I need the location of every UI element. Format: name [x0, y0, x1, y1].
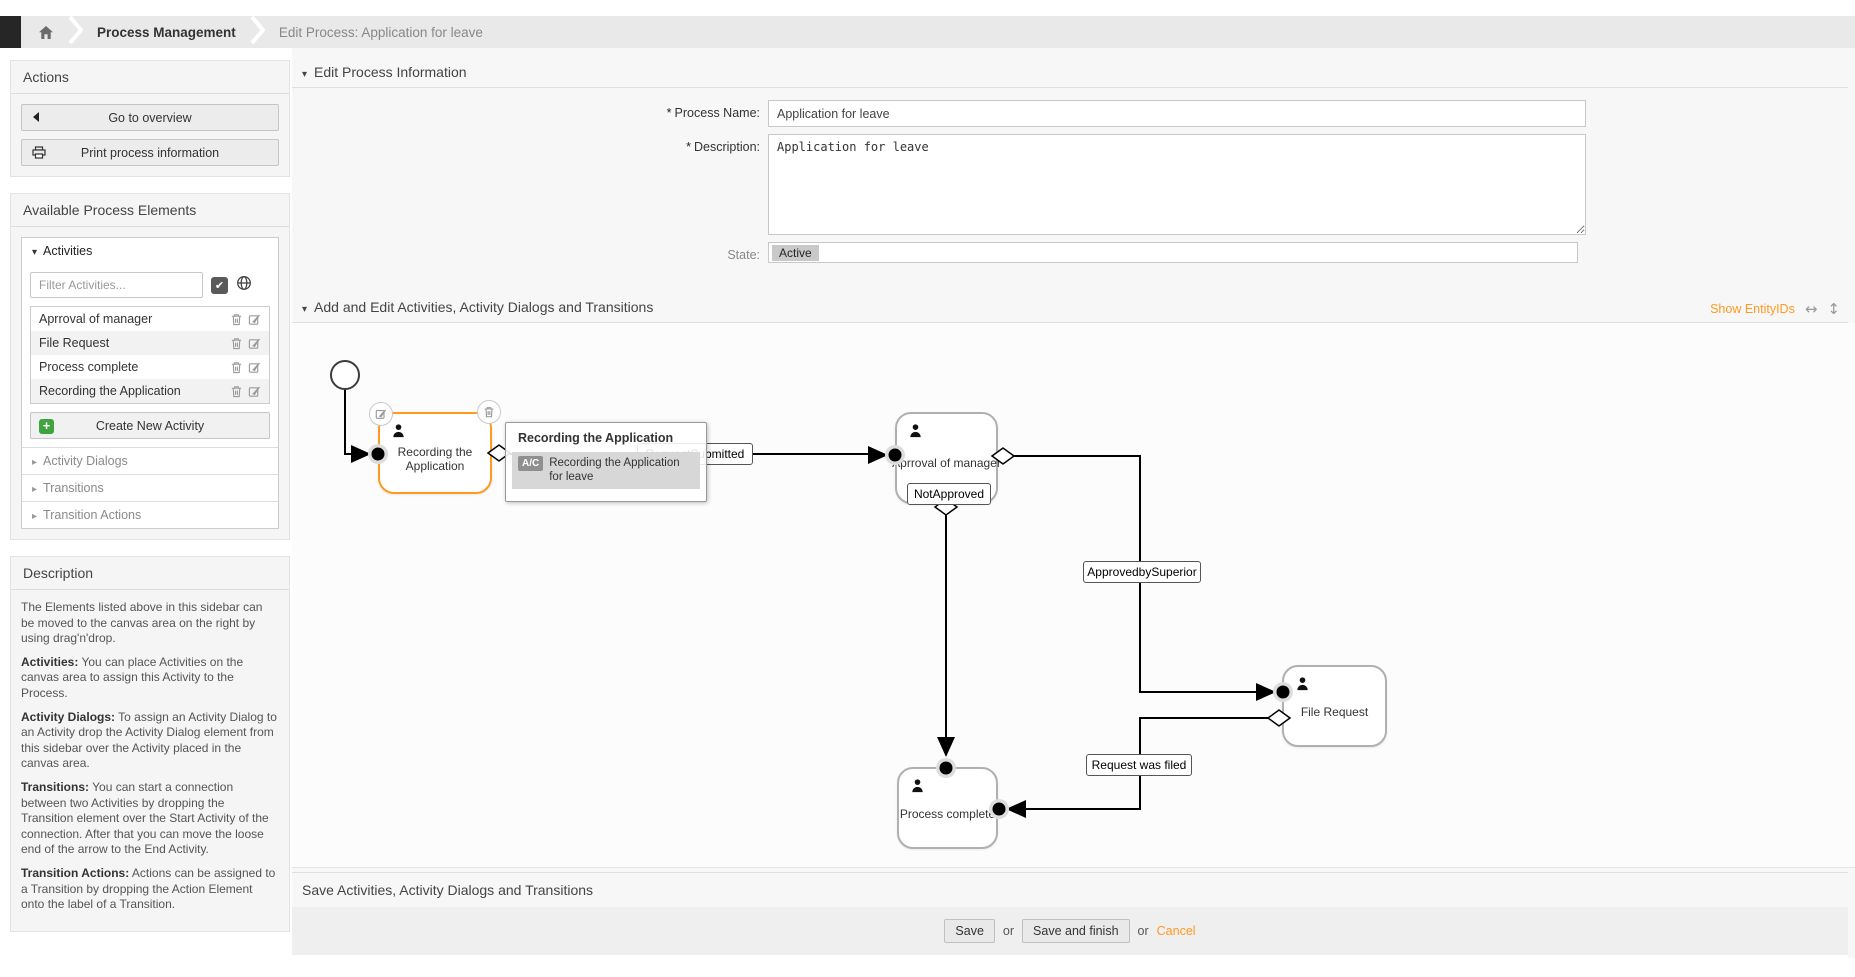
- canvas-widget: ▾Add and Edit Activities, Activity Dialo…: [292, 293, 1855, 868]
- print-process-button[interactable]: Print process information: [21, 139, 279, 166]
- filter-activities-input[interactable]: [30, 272, 203, 298]
- person-icon: [391, 423, 406, 442]
- chevron-separator-icon: [250, 15, 266, 50]
- filter-checkbox[interactable]: ✔: [211, 276, 228, 294]
- popup-title: Recording the Application: [518, 431, 674, 445]
- transition-label-approved-by-superior[interactable]: ApprovedbySuperior: [1083, 561, 1201, 583]
- state-selected-value: Active: [772, 244, 819, 261]
- person-icon: [908, 423, 923, 442]
- triangle-right-icon: ▸: [32, 457, 38, 468]
- elements-accordion: ▾Activities ✔ Aprroval o: [21, 237, 279, 529]
- list-item[interactable]: File Request: [31, 331, 269, 355]
- create-new-activity-button[interactable]: + Create New Activity: [30, 412, 270, 439]
- accordion-transition-actions-header[interactable]: ▸Transition Actions: [22, 501, 278, 528]
- process-name-label: *Process Name:: [666, 106, 760, 120]
- list-item[interactable]: Process complete: [31, 355, 269, 379]
- back-triangle-icon: [32, 111, 40, 126]
- accordion-transitions-header[interactable]: ▸Transitions: [22, 474, 278, 501]
- description-widget: Description The Elements listed above in…: [10, 556, 290, 932]
- triangle-right-icon: ▸: [32, 511, 38, 522]
- edit-icon[interactable]: [248, 313, 261, 326]
- transition-label-not-approved[interactable]: NotApproved: [907, 483, 991, 505]
- accordion-activity-dialogs-header[interactable]: ▸Activity Dialogs: [22, 447, 278, 474]
- edit-icon[interactable]: [248, 337, 261, 350]
- chevron-separator-icon: [68, 15, 84, 50]
- footer-bar: Save or Save and finish or Cancel: [292, 907, 1848, 955]
- breadcrumb-process-management[interactable]: Process Management: [97, 24, 236, 40]
- save-button[interactable]: Save: [944, 919, 995, 943]
- popup-dialog-item: A/C Recording the Application for leave: [512, 452, 700, 489]
- activity-recording-the-application[interactable]: Recording the Application: [378, 412, 492, 494]
- edit-icon[interactable]: [248, 385, 261, 398]
- process-info-widget: ▾Edit Process Information *Process Name:…: [292, 58, 1848, 286]
- save-and-finish-button[interactable]: Save and finish: [1022, 919, 1130, 943]
- activity-dialogs-popup: Recording the Application A/C Recording …: [505, 422, 707, 502]
- elements-title: Available Process Elements: [11, 194, 289, 227]
- printer-icon: [32, 146, 46, 162]
- process-canvas[interactable]: Recording the Application Aprroval of ma…: [292, 323, 1855, 868]
- globe-icon[interactable]: [236, 275, 252, 296]
- trash-icon[interactable]: [230, 361, 243, 374]
- home-icon[interactable]: [38, 25, 54, 40]
- trash-icon[interactable]: [230, 337, 243, 350]
- go-to-overview-button[interactable]: Go to overview: [21, 104, 279, 131]
- save-widget: Save Activities, Activity Dialogs and Tr…: [292, 872, 1848, 977]
- accordion-activities-header[interactable]: ▾Activities: [32, 244, 93, 258]
- cancel-link[interactable]: Cancel: [1156, 924, 1196, 938]
- triangle-down-icon: ▾: [302, 69, 308, 80]
- breadcrumb-current-page: Edit Process: Application for leave: [278, 24, 483, 40]
- activities-list: Aprroval of manager File Request Process…: [30, 306, 270, 404]
- activity-delete-bubble[interactable]: [477, 400, 501, 424]
- person-icon: [1295, 676, 1310, 695]
- breadcrumb: Process Management Edit Process: Applica…: [0, 15, 1855, 50]
- process-info-header[interactable]: ▾Edit Process Information: [292, 58, 1848, 88]
- save-section-header: Save Activities, Activity Dialogs and Tr…: [302, 882, 594, 898]
- description-textarea[interactable]: Application for leave: [768, 134, 1586, 235]
- triangle-right-icon: ▸: [32, 484, 38, 495]
- activity-edit-bubble[interactable]: [369, 402, 393, 426]
- trash-icon[interactable]: [230, 385, 243, 398]
- triangle-down-icon: ▾: [32, 247, 38, 258]
- description-label: *Description:: [686, 140, 760, 154]
- description-title: Description: [11, 557, 289, 590]
- state-label: State:: [727, 248, 760, 262]
- available-process-elements-widget: Available Process Elements ▾Activities ✔: [10, 193, 290, 540]
- trash-icon[interactable]: [230, 313, 243, 326]
- extend-canvas-width-icon[interactable]: ↔: [1804, 300, 1818, 318]
- canvas-header[interactable]: ▾Add and Edit Activities, Activity Dialo…: [292, 293, 1848, 323]
- activity-process-complete[interactable]: Process complete: [897, 767, 998, 849]
- sidebar: Actions Go to overview Print process inf…: [10, 60, 290, 948]
- list-item[interactable]: Recording the Application: [31, 379, 269, 403]
- edit-icon[interactable]: [248, 361, 261, 374]
- nav-edge: [0, 16, 21, 48]
- state-select[interactable]: Active: [768, 242, 1578, 263]
- description-text: The Elements listed above in this sideba…: [21, 600, 277, 912]
- dialog-interface-badge: A/C: [518, 456, 544, 471]
- transition-connectors: [330, 360, 1293, 819]
- extend-canvas-height-icon[interactable]: ↕: [1827, 300, 1840, 318]
- plus-icon: +: [39, 418, 54, 434]
- show-entityids-link[interactable]: Show EntityIDs: [1710, 302, 1795, 316]
- list-item[interactable]: Aprroval of manager: [31, 307, 269, 331]
- process-name-input[interactable]: [768, 100, 1586, 127]
- activity-file-request[interactable]: File Request: [1282, 665, 1387, 747]
- actions-title: Actions: [11, 61, 289, 94]
- triangle-down-icon: ▾: [302, 304, 308, 315]
- actions-widget: Actions Go to overview Print process inf…: [10, 60, 290, 177]
- transition-label-request-was-filed[interactable]: Request was filed: [1086, 754, 1192, 776]
- person-icon: [910, 778, 925, 797]
